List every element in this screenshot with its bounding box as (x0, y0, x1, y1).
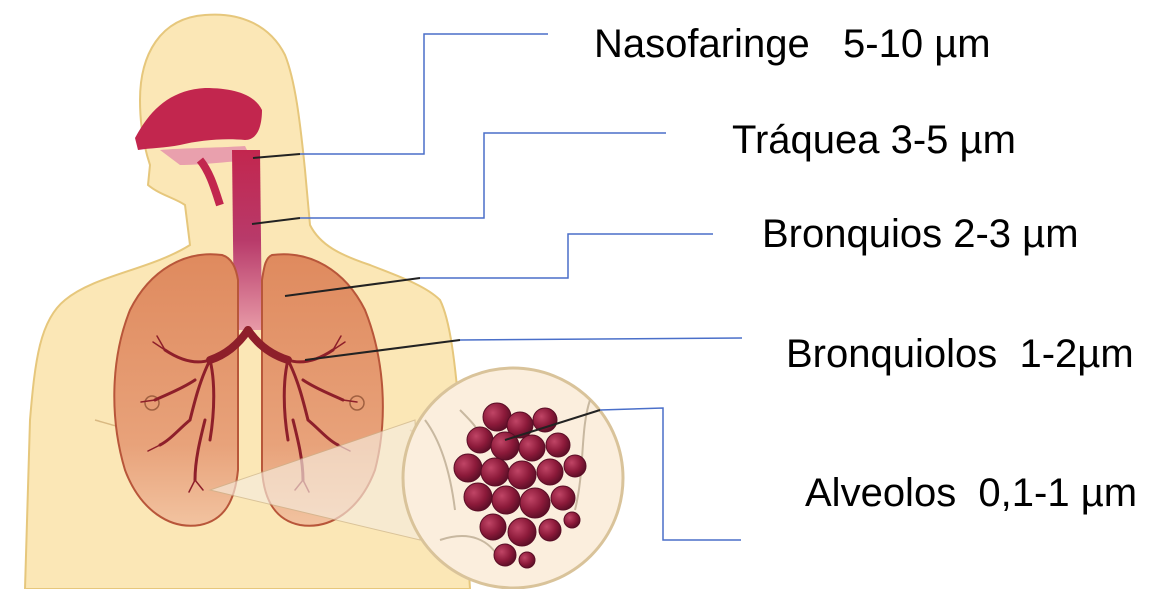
label-bronquiolos: Bronquiolos 1-2µm (786, 334, 1134, 374)
label-traquea: Tráquea 3-5 µm (732, 120, 1016, 160)
alveoli-magnifier (403, 368, 623, 588)
label-bronquios: Bronquios 2-3 µm (762, 214, 1079, 254)
label-alveolos: Alveolos 0,1-1 µm (805, 473, 1137, 513)
label-nasofaringe: Nasofaringe 5-10 µm (594, 24, 991, 64)
